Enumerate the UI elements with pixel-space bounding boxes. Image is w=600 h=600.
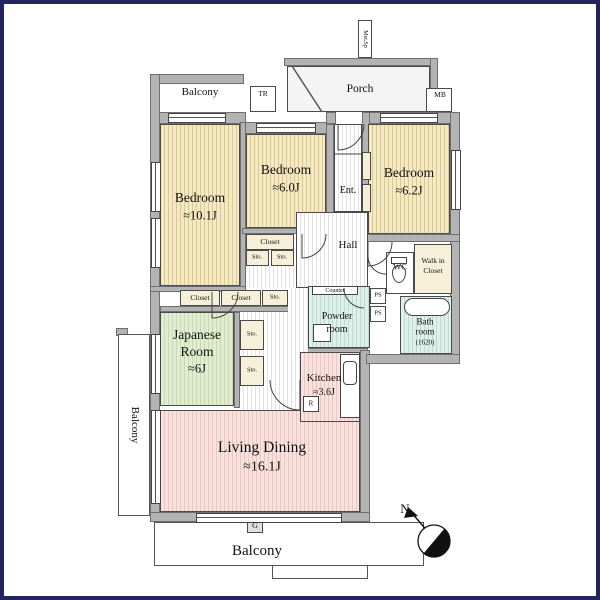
balcony-top-label: Balcony (181, 86, 219, 99)
balcony-left-label: Balcony (128, 406, 141, 444)
japanese-room-size: ≈6J (188, 361, 206, 376)
closet-top (246, 234, 294, 250)
bath-room-label-2: room (415, 326, 435, 337)
balcony-bottom-label: Balcony (232, 543, 282, 560)
bedroom-a (160, 124, 240, 286)
porch-label: Porch (346, 82, 374, 95)
living-dining-name: Living Dining (217, 438, 307, 456)
bedroom-b-size: ≈6.0J (272, 180, 300, 195)
walk-in-closet-label-2: Closet (423, 266, 443, 276)
trunk-room (250, 86, 276, 112)
closet-top-label: Closet (260, 237, 280, 247)
japanese-room-name-1: Japanese (173, 326, 221, 342)
meter-space (358, 20, 372, 58)
kitchen-name: Kitchen (306, 372, 342, 385)
closet-left-1-label: Closet (190, 293, 210, 303)
japanese-room (160, 312, 234, 406)
ps-box-1 (370, 288, 386, 304)
kitchen-size: ≈3.6J (313, 386, 335, 398)
entrance (334, 124, 362, 212)
ps-label-2: PS (374, 309, 382, 317)
toilet-bowl-icon (392, 265, 406, 283)
refrigerator-box (303, 396, 319, 412)
corridor-1 (246, 266, 296, 288)
walk-in-closet-label-1: Walk in (421, 256, 445, 266)
hall-label: Hall (338, 239, 358, 252)
walk-in-closet (414, 244, 452, 294)
bathtub-icon (404, 298, 450, 316)
storage-d-label: Sto. (246, 330, 258, 338)
window (151, 334, 161, 394)
wall-bedroom-c-bottom (360, 234, 460, 242)
balcony-bottom-step (272, 565, 368, 579)
wall-bath-bottom (366, 354, 460, 364)
door-arc (367, 255, 387, 275)
washer-icon (313, 324, 331, 342)
wall-kitchen-right (360, 350, 370, 522)
entrance-label: Ent. (339, 184, 357, 196)
refrigerator-label: R (308, 399, 314, 408)
bath-room-size: (1620) (415, 338, 435, 347)
wall-porch-top (284, 58, 438, 66)
counter-label: Counter (325, 287, 345, 294)
bedroom-a-name: Bedroom (174, 189, 226, 205)
storage-d (240, 320, 264, 350)
powder-room-label-1: Powder (321, 310, 353, 322)
shoe-box-2 (362, 184, 371, 212)
balcony-top-floor (160, 84, 242, 112)
storage-e-label: Sto. (246, 366, 258, 374)
storage-a-label: Sto. (251, 253, 263, 261)
ps-box-2 (370, 306, 386, 322)
meter-space-label: Met.Sp (362, 30, 369, 48)
wc-label: WC (393, 261, 407, 272)
living-dining-size: ≈16.1J (243, 459, 281, 475)
meter-box (426, 88, 452, 112)
living-dining (160, 410, 360, 512)
bedroom-c-name: Bedroom (383, 164, 435, 180)
storage-b (271, 250, 294, 266)
bath-room-label-1: Bath (416, 316, 434, 327)
compass-dark-half (423, 528, 450, 557)
japanese-room-name-2: Room (180, 343, 214, 359)
bedroom-a-size: ≈10.1J (183, 208, 217, 223)
balcony-left-floor (118, 334, 150, 516)
closet-left-2-label: Closet (231, 293, 251, 303)
storage-a (246, 250, 269, 266)
window (380, 113, 438, 123)
meter-box-label: MB (434, 90, 446, 100)
g-label: G (252, 520, 258, 530)
wall-balcony-top (150, 74, 244, 84)
window (151, 218, 161, 268)
shoe-box-1 (362, 152, 371, 180)
storage-b-label: Sto. (276, 253, 288, 261)
wall-top-entrance-left (326, 112, 336, 124)
kitchen-sink-icon (343, 361, 357, 385)
window (196, 513, 342, 523)
ps-label-1: PS (374, 291, 382, 299)
trunk-room-label: TR (258, 89, 268, 99)
window (151, 410, 161, 504)
window (168, 113, 226, 123)
powder-room-label-2: room (326, 323, 348, 335)
storage-c-label: Sto. (269, 293, 281, 301)
bedroom-c (368, 124, 450, 234)
storage-e (240, 356, 264, 386)
bedroom-c-size: ≈6.2J (395, 183, 423, 198)
window (151, 162, 161, 212)
window (451, 150, 461, 210)
storage-c (262, 290, 288, 306)
balcony-bottom-floor (154, 522, 424, 566)
north-label: N (400, 501, 410, 517)
window (256, 123, 316, 133)
bedroom-b-name: Bedroom (260, 161, 312, 177)
